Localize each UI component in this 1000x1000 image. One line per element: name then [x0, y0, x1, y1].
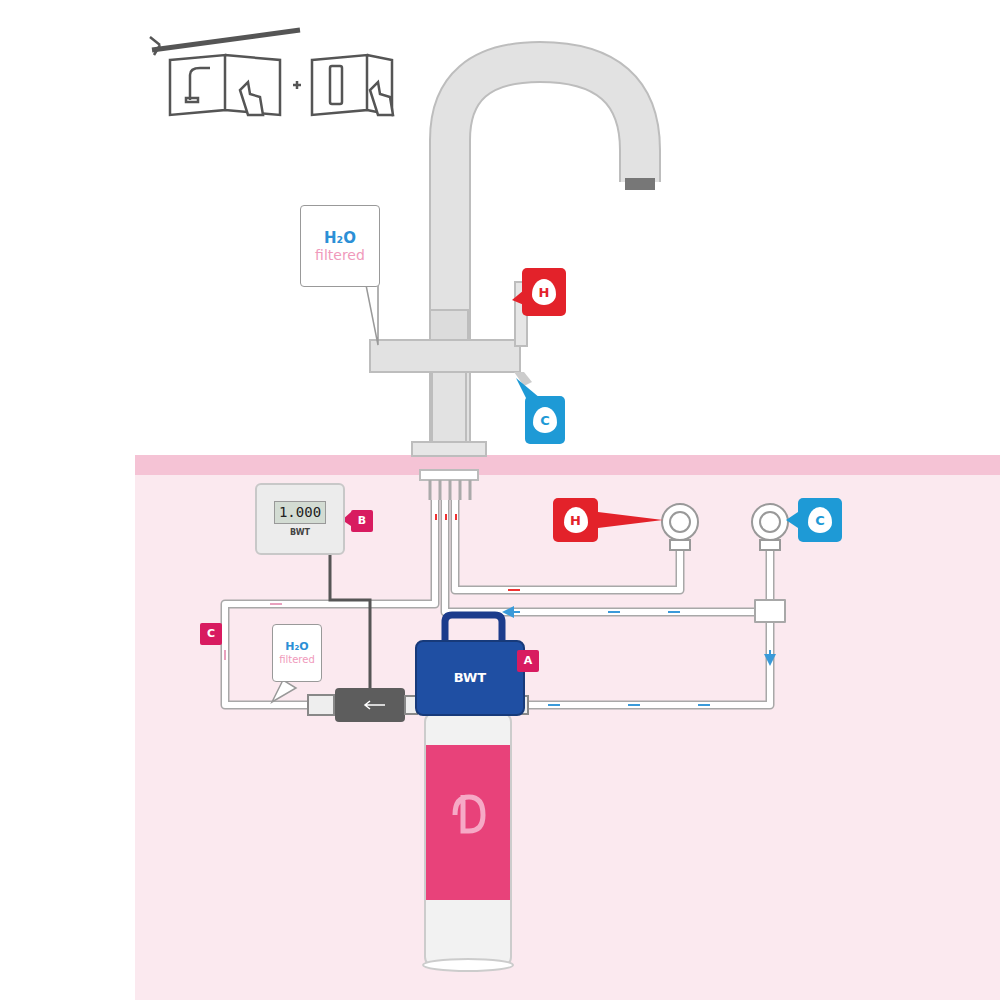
node-text: BWT	[454, 670, 486, 686]
tag-pointers	[208, 272, 798, 702]
water-tag: C	[798, 498, 842, 542]
display-unit: 1.000BWT	[255, 483, 345, 555]
tag-letter: H	[564, 507, 588, 533]
callout-box: H₂Ofiltered	[300, 205, 380, 287]
filter-head: BWT	[415, 640, 525, 716]
lcd-reading: 1.000	[274, 501, 326, 524]
node-text: H₂O	[324, 229, 356, 247]
tag-letter: H	[532, 279, 556, 305]
node-text: A	[524, 654, 533, 667]
node-text: H₂O	[285, 640, 308, 653]
water-tag: C	[525, 396, 565, 444]
tag-letter: C	[808, 507, 832, 533]
node-text: C	[207, 627, 215, 640]
callout-letter: C	[200, 623, 222, 645]
water-tag: H	[553, 498, 598, 542]
flow-meter	[308, 688, 417, 722]
meter-cable	[330, 555, 370, 690]
tag-letter: C	[533, 407, 557, 433]
angle-valves	[662, 504, 788, 550]
water-tag: H	[522, 268, 566, 316]
node-text: filtered	[279, 654, 315, 666]
node-text: BWT	[290, 528, 310, 538]
faucet	[370, 62, 655, 500]
callout-letter: B	[351, 510, 373, 532]
countertop	[135, 455, 1000, 475]
cabinet-area	[135, 475, 1000, 1000]
callout-box: H₂Ofiltered	[272, 624, 322, 682]
callout-letter: A	[517, 650, 539, 672]
manual-icon	[150, 30, 393, 115]
node-text: filtered	[315, 247, 365, 264]
node-text: B	[358, 514, 366, 527]
